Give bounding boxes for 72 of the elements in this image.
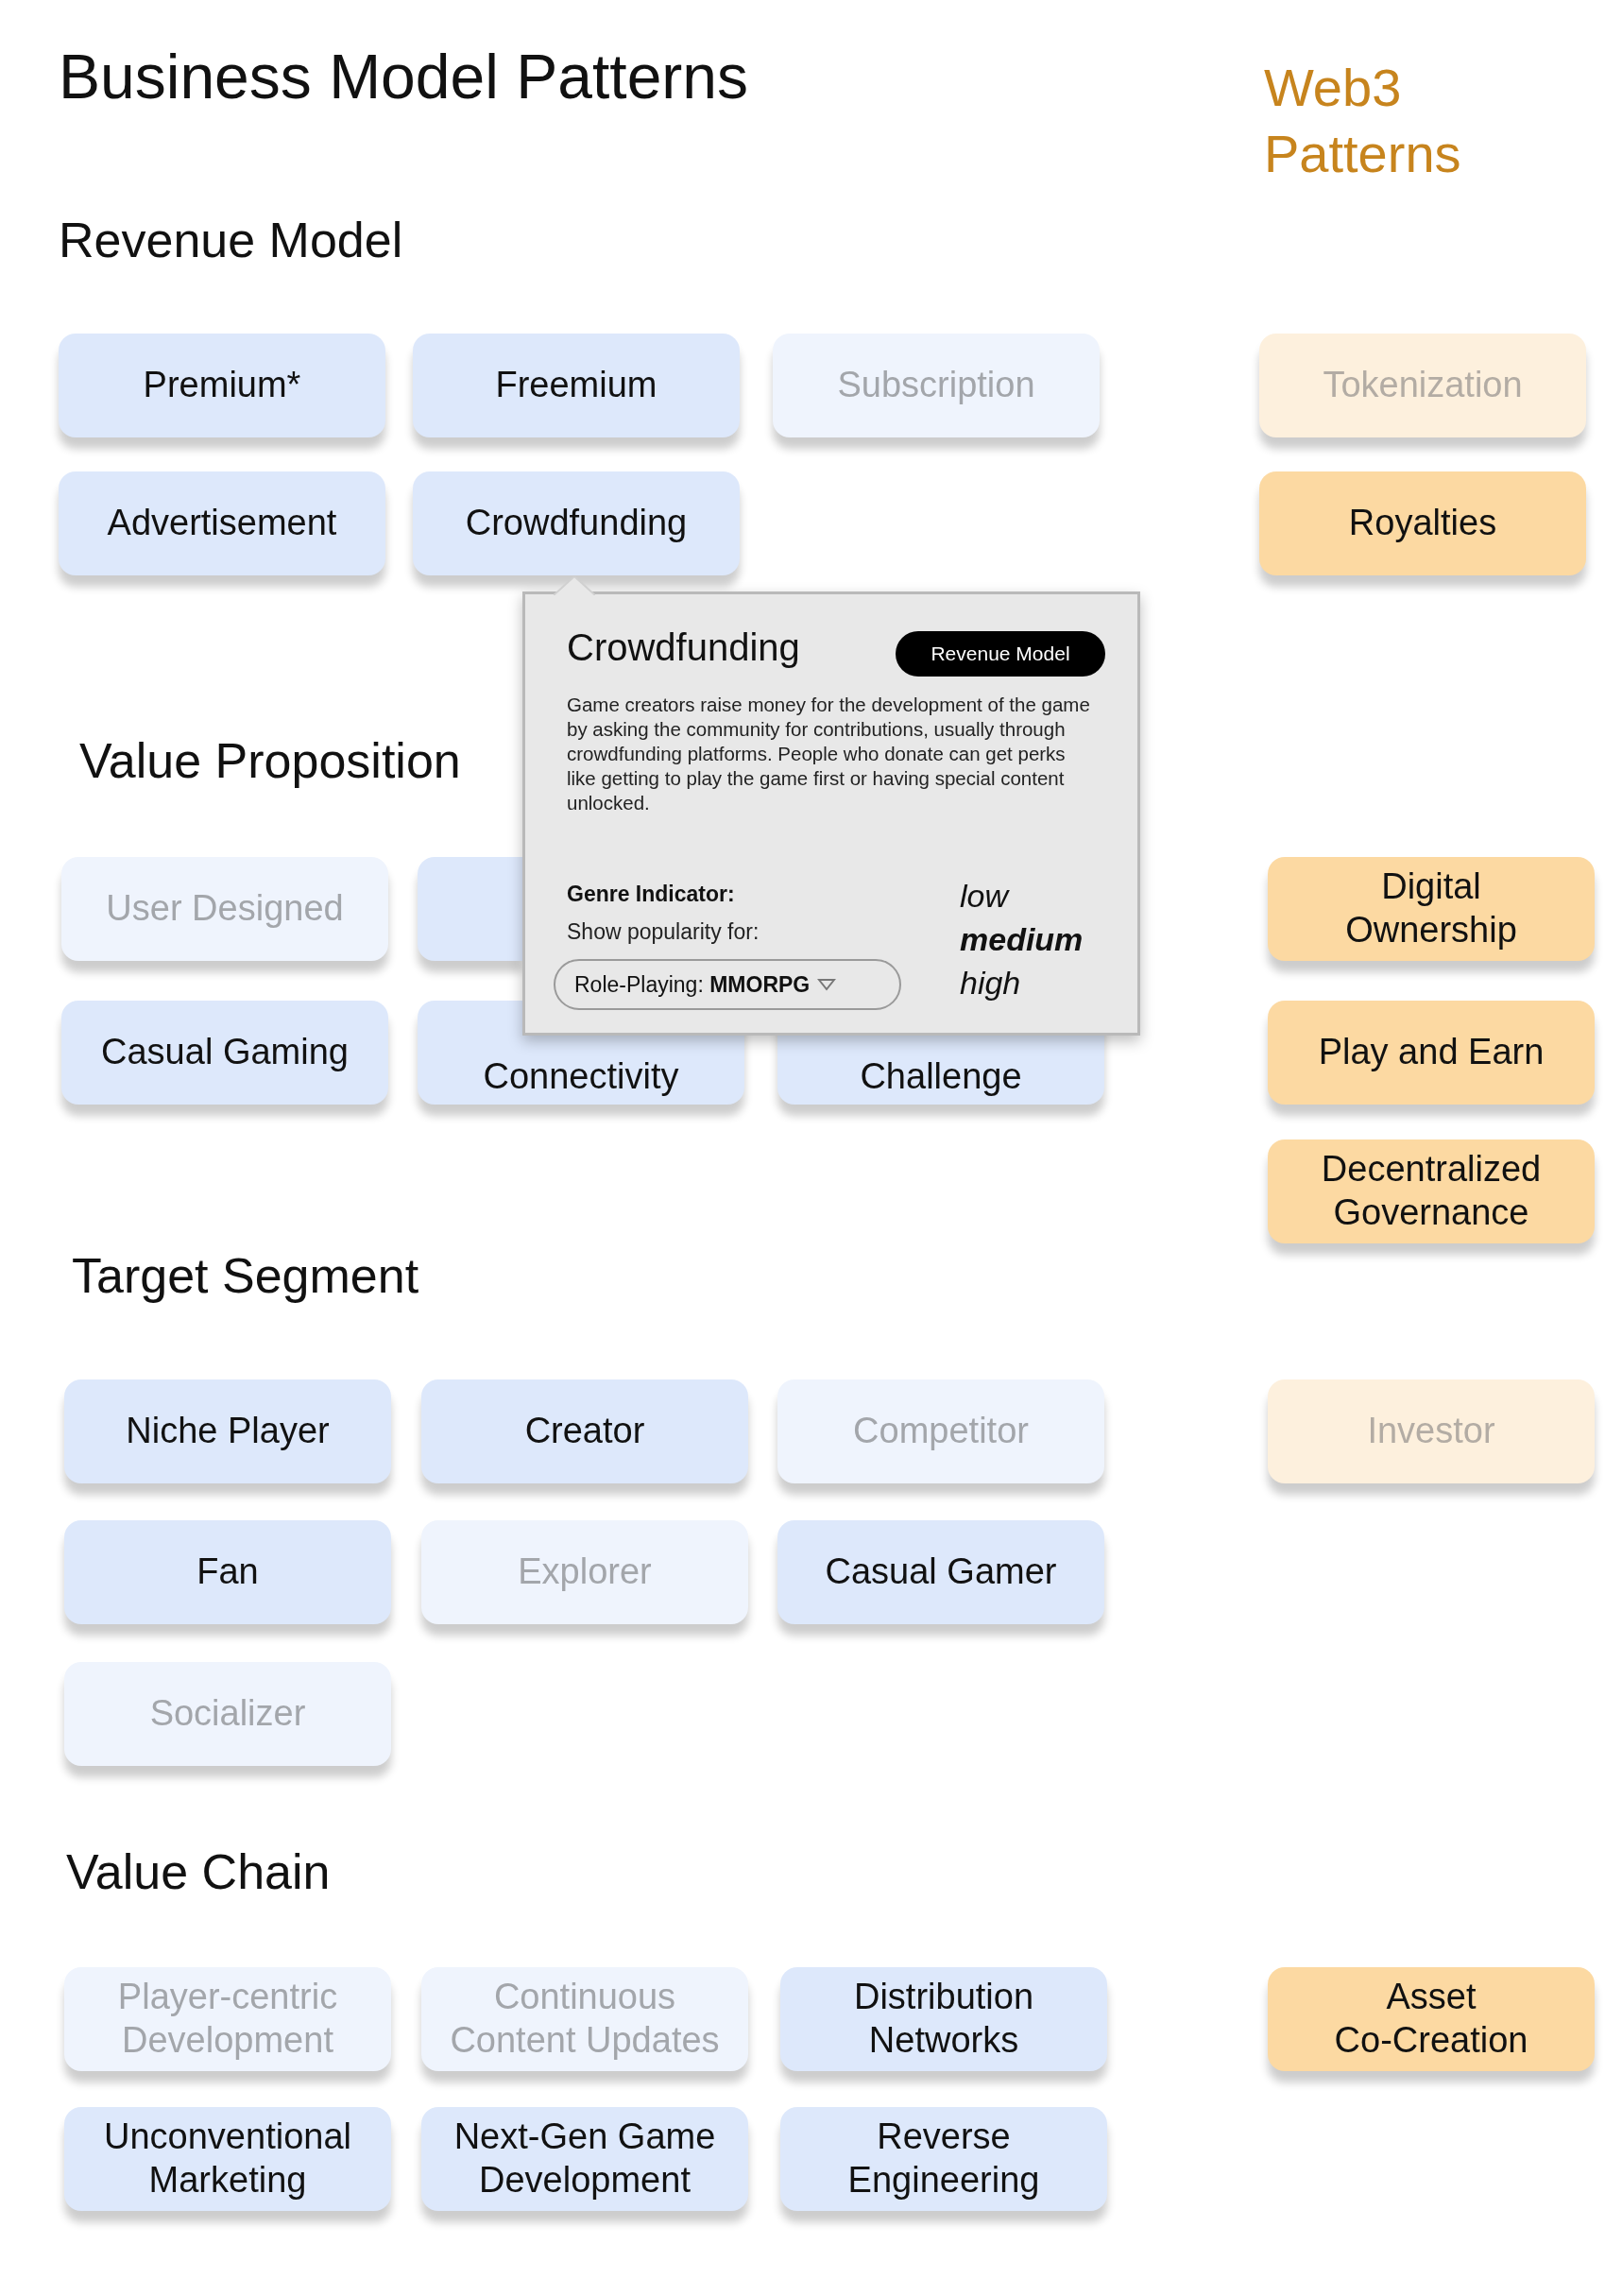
card-label: Challenge	[860, 1055, 1022, 1099]
popularity-level: high	[960, 967, 1021, 999]
card-label: Crowdfunding	[465, 502, 688, 545]
card-label: Unconventional Marketing	[103, 2116, 352, 2202]
section-heading: Value Proposition	[79, 732, 461, 790]
pattern-card	[1268, 857, 1595, 961]
column-heading: Web3 Patterns	[1264, 57, 1462, 185]
section-heading: Value Chain	[66, 1843, 331, 1901]
card-label: Tokenization	[1323, 364, 1523, 407]
pattern-card	[777, 1379, 1104, 1483]
pattern-card	[421, 1520, 748, 1624]
pattern-card	[413, 334, 740, 437]
pattern-card	[64, 2107, 391, 2211]
pattern-card	[1268, 1139, 1595, 1243]
pattern-card	[1268, 1967, 1595, 2071]
popularity-label: Show popularity for:	[567, 918, 760, 946]
pattern-card	[61, 1001, 388, 1105]
pattern-card	[64, 1662, 391, 1766]
pattern-card	[59, 471, 385, 575]
card-label: Fan	[196, 1551, 259, 1594]
section-heading: Target Segment	[72, 1247, 419, 1305]
card-label: Connectivity	[483, 1055, 679, 1099]
card-label: Next-Gen Game Development	[452, 2116, 717, 2202]
pattern-card	[773, 334, 1100, 437]
page-title: Business Model Patterns	[59, 45, 749, 108]
card-label: Continuous Content Updates	[449, 1976, 721, 2062]
card-label: Reverse Engineering	[846, 2116, 1041, 2202]
card-label: Player-centric Development	[116, 1976, 339, 2062]
card-label: User Designed	[106, 887, 344, 931]
card-label: Casual Gaming	[101, 1031, 349, 1074]
card-label: Freemium	[495, 364, 657, 407]
card-label: Casual Gamer	[825, 1551, 1057, 1594]
category-badge: Revenue Model	[896, 631, 1105, 677]
pattern-card	[421, 2107, 748, 2211]
card-label: Niche Player	[126, 1410, 330, 1453]
card-label: Advertisement	[107, 502, 337, 545]
card-label: Digital Ownership	[1344, 865, 1518, 951]
card-label: Asset Co-Creation	[1333, 1976, 1529, 2062]
popularity-level: medium	[960, 923, 1084, 955]
card-label: Premium*	[143, 364, 301, 407]
pattern-card	[777, 1520, 1104, 1624]
popularity-level: low	[960, 880, 1009, 912]
pattern-card	[413, 471, 740, 575]
card-label: Explorer	[518, 1551, 652, 1594]
card-label: Royalties	[1348, 502, 1497, 545]
pattern-card	[64, 1967, 391, 2071]
card-label: Decentralized Governance	[1320, 1148, 1543, 1234]
description-text: Game creators raise money for the development of the game by asking the community for contributions, usually through crowdfunding platforms. People who donate can get perks like getting to play the game first or having special content unlocked.	[567, 693, 1091, 815]
pattern-card	[1268, 1001, 1595, 1105]
card-label: Socializer	[149, 1692, 306, 1736]
pattern-card	[780, 2107, 1107, 2211]
genre-dropdown: Role-Playing: MMORPG	[554, 959, 901, 1010]
card-label: Play and Earn	[1318, 1031, 1545, 1074]
card-label: Investor	[1367, 1410, 1495, 1453]
card-label: Subscription	[837, 364, 1035, 407]
pattern-card	[1259, 471, 1586, 575]
pattern-card	[1268, 1379, 1595, 1483]
pattern-card	[421, 1379, 748, 1483]
pattern-card	[59, 334, 385, 437]
pattern-card	[1259, 334, 1586, 437]
popover-title: Crowdfunding	[567, 628, 800, 666]
genre-heading: Genre Indicator:	[567, 881, 735, 908]
pattern-card	[780, 1967, 1107, 2071]
section-heading: Revenue Model	[59, 212, 403, 269]
card-label: Creator	[524, 1410, 645, 1453]
pattern-card	[64, 1379, 391, 1483]
card-label: Distribution Networks	[852, 1976, 1035, 2062]
pattern-card	[64, 1520, 391, 1624]
pattern-card	[418, 857, 522, 961]
pattern-card	[61, 857, 388, 961]
card-label: Competitor	[853, 1410, 1029, 1453]
pattern-card	[421, 1967, 748, 2071]
